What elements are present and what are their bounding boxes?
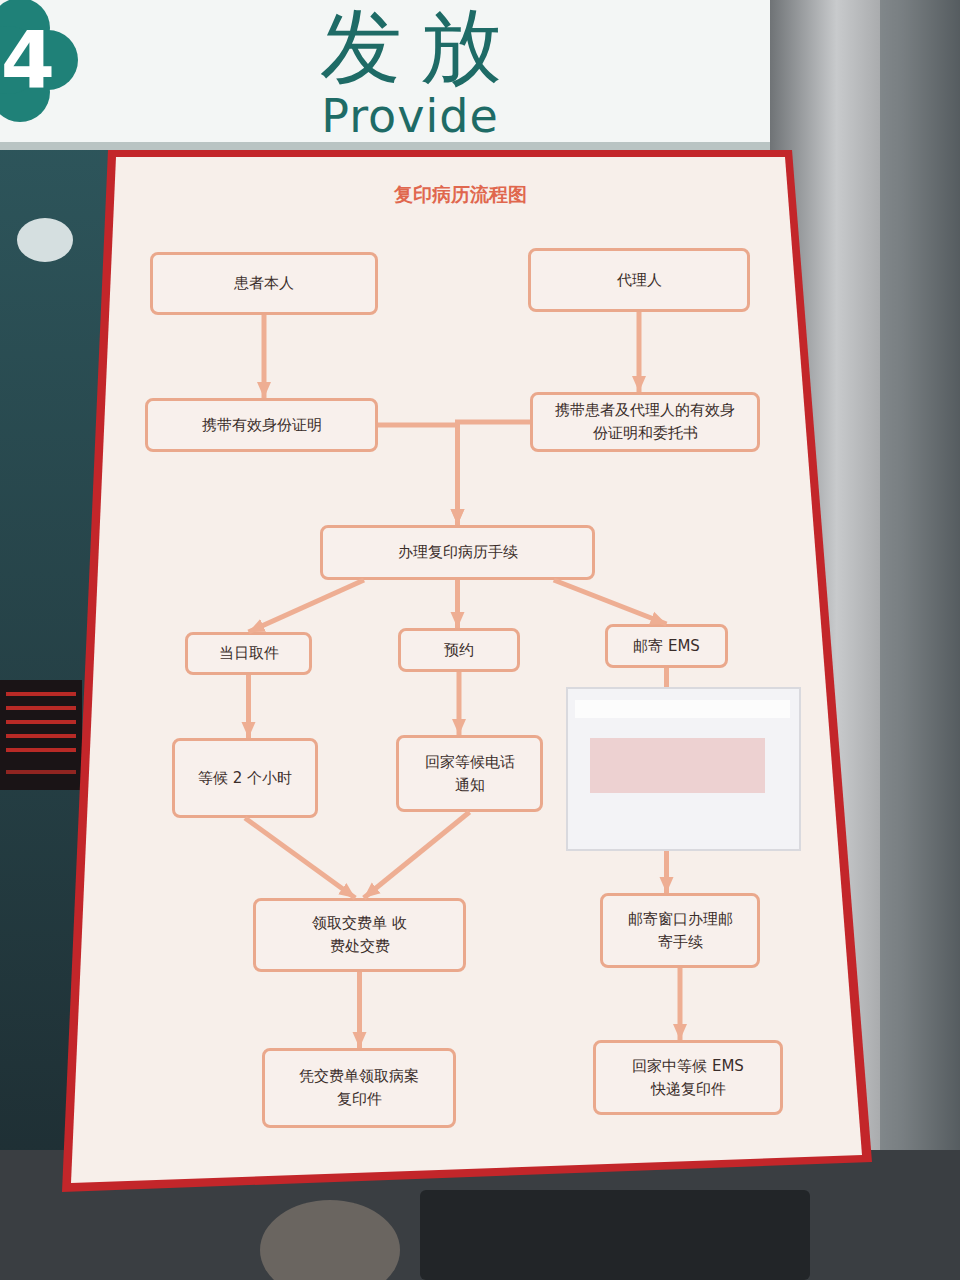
flow-arrow	[457, 672, 462, 735]
flow-arrow	[458, 422, 531, 525]
process-box: 携带有效身份证明	[145, 398, 378, 452]
node-text: 代理人	[617, 269, 662, 292]
sticker-reflection	[590, 738, 765, 793]
tape-gloss	[575, 700, 790, 718]
node-text: 办理复印病历手续	[398, 541, 518, 564]
process-box: 代理人	[528, 248, 750, 312]
poster-border	[62, 150, 872, 1192]
monitor	[420, 1190, 810, 1280]
sign-board	[0, 0, 780, 148]
node-text: 当日取件	[219, 642, 279, 665]
flow-arrow	[678, 968, 683, 1040]
process-box: 办理复印病历手续	[320, 525, 595, 580]
node-text: 预约	[444, 639, 474, 662]
process-box: 领取交费单 收费处交费	[253, 898, 466, 972]
poster-paper	[71, 157, 862, 1183]
node-text: 患者本人	[234, 272, 294, 295]
node-text: 邮寄窗口办理邮 寄手续	[625, 908, 735, 954]
process-box: 携带患者及代理人的有效身 份证明和委托书	[530, 392, 760, 452]
node-text: 邮寄 EMS	[633, 635, 700, 658]
diagram-title: 复印病历流程图	[290, 182, 630, 212]
sign-title: 发放	[250, 0, 590, 96]
node-text: 凭交费单领取病案 复印件	[297, 1065, 422, 1111]
staff-head	[260, 1200, 400, 1280]
led-row	[6, 734, 76, 738]
sign-edge	[0, 142, 780, 150]
process-box: 预约	[398, 628, 520, 672]
node-text: 携带患者及代理人的有效身 份证明和委托书	[553, 399, 738, 445]
flow-arrow	[246, 675, 251, 738]
flow-arrow	[455, 580, 460, 628]
node-text: 携带有效身份证明	[202, 414, 322, 437]
node-text: 回家中等候 EMS 快递复印件	[626, 1055, 751, 1101]
flow-arrow	[262, 315, 267, 398]
process-box: 邮寄 EMS	[605, 624, 728, 668]
process-box: 回家中等候 EMS 快递复印件	[593, 1040, 783, 1115]
sign-subtitle: Provide	[280, 88, 540, 144]
node-text: 等候 2 个小时	[198, 767, 292, 790]
led-row	[6, 706, 76, 710]
flow-arrow	[664, 668, 669, 893]
window-number: 4	[0, 12, 56, 108]
flow-arrow	[378, 425, 458, 525]
node-text: 回家等候电话 通知	[420, 751, 520, 797]
ceiling-lamp	[17, 218, 73, 262]
paper-sticker	[567, 688, 800, 850]
flow-arrow	[249, 580, 365, 632]
led-row	[6, 748, 76, 752]
led-row	[6, 692, 76, 696]
process-box: 凭交费单领取病案 复印件	[262, 1048, 456, 1128]
flow-arrow	[637, 312, 642, 392]
process-box: 当日取件	[185, 632, 312, 675]
flow-arrow	[554, 580, 667, 624]
process-box: 患者本人	[150, 252, 378, 315]
led-row	[6, 720, 76, 724]
flow-arrow	[357, 972, 362, 1048]
led-board	[0, 680, 82, 790]
led-row	[6, 770, 76, 774]
process-box: 邮寄窗口办理邮 寄手续	[600, 893, 760, 968]
process-box: 回家等候电话 通知	[396, 735, 543, 812]
pillar-shadow	[880, 0, 960, 1280]
process-box: 等候 2 个小时	[172, 738, 318, 818]
flow-arrow	[364, 812, 470, 898]
node-text: 领取交费单 收费处交费	[310, 912, 410, 958]
flow-arrow	[245, 818, 355, 898]
